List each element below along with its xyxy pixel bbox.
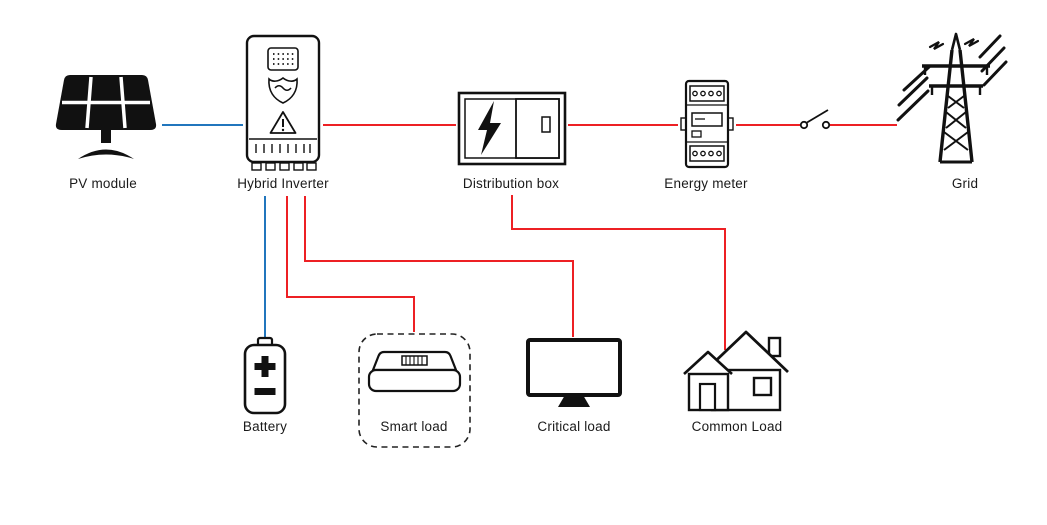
label-smart-load: Smart load bbox=[380, 419, 448, 434]
disconnect-switch-icon bbox=[799, 109, 831, 130]
transmission-tower-icon bbox=[896, 28, 1008, 170]
distribution-box-icon bbox=[456, 84, 568, 168]
monitor-icon bbox=[524, 337, 624, 411]
label-battery: Battery bbox=[242, 419, 288, 434]
label-distribution-box: Distribution box bbox=[462, 176, 560, 191]
smart-device-icon bbox=[357, 332, 472, 449]
battery-icon bbox=[240, 336, 290, 416]
solar-panel-icon bbox=[50, 72, 162, 168]
energy-meter-icon bbox=[678, 78, 736, 170]
label-pv-module: PV module bbox=[69, 176, 137, 191]
label-grid: Grid bbox=[951, 176, 979, 191]
smart-load-dashed-boundary bbox=[358, 333, 471, 448]
wire-distribution-to-common-load bbox=[511, 195, 726, 350]
wire-inverter-to-critical-load bbox=[304, 196, 574, 337]
label-energy-meter: Energy meter bbox=[664, 176, 748, 191]
lightning-bolt-icon bbox=[478, 101, 501, 155]
house-icon bbox=[682, 326, 794, 412]
label-hybrid-inverter: Hybrid Inverter bbox=[237, 176, 329, 191]
wire-inverter-to-smart-load bbox=[286, 196, 415, 332]
label-common-load: Common Load bbox=[691, 419, 783, 434]
inverter-icon bbox=[243, 33, 323, 173]
label-critical-load: Critical load bbox=[537, 419, 611, 434]
